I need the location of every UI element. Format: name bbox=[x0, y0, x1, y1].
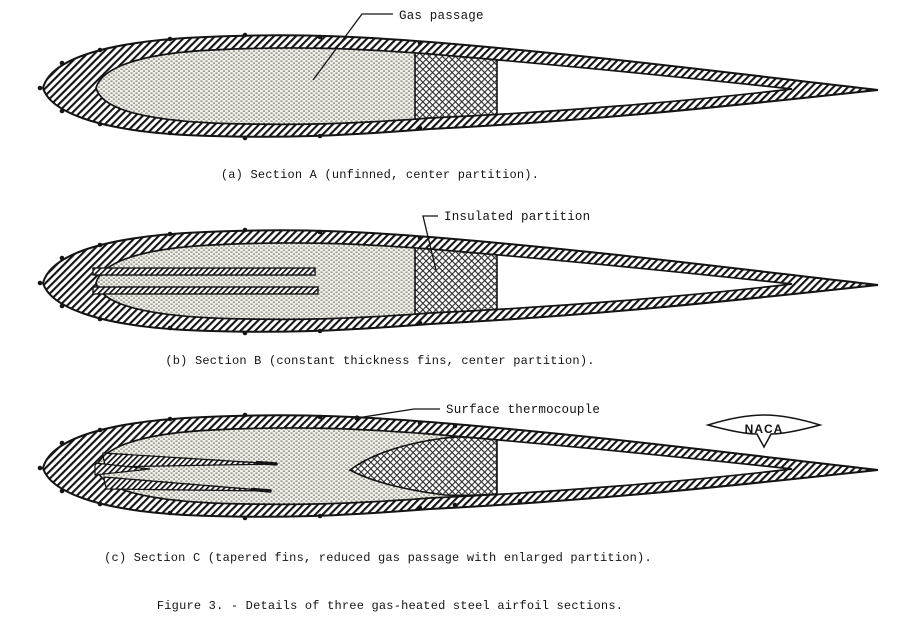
naca-logo-text: NACA bbox=[745, 422, 784, 436]
section-a-center-partition bbox=[415, 47, 497, 125]
surface-thermocouple-leader-line bbox=[356, 408, 440, 419]
surface-thermocouple-label: Surface thermocouple bbox=[446, 403, 600, 417]
section-b-center-partition bbox=[415, 242, 497, 320]
figure-caption: Figure 3. - Details of three gas-heated … bbox=[157, 599, 623, 613]
insulated-partition-leader-line bbox=[422, 215, 438, 271]
gas-passage-label: Gas passage bbox=[399, 9, 484, 23]
insulated-partition-label: Insulated partition bbox=[444, 210, 590, 224]
section-c-caption: (c) Section C (tapered fins, reduced gas… bbox=[104, 551, 652, 565]
fin-upper-tip bbox=[255, 460, 278, 466]
section-a-gas-passage bbox=[96, 47, 415, 125]
fin-lower bbox=[92, 286, 319, 295]
section-a-caption: (a) Section A (unfinned, center partitio… bbox=[221, 168, 539, 182]
gas-passage-leader-line bbox=[312, 13, 393, 81]
naca-wings-icon bbox=[705, 414, 823, 449]
fin-lower-tip bbox=[250, 487, 272, 493]
tapered-fin-lower bbox=[103, 476, 273, 492]
tapered-fins bbox=[94, 452, 279, 493]
airfoil-section-a bbox=[37, 32, 879, 141]
airfoil-section-c bbox=[37, 412, 879, 521]
section-b-gas-passage bbox=[96, 242, 415, 320]
section-b-caption: (b) Section B (constant thickness fins, … bbox=[165, 354, 594, 368]
nose-center-tongue bbox=[94, 462, 151, 476]
airfoil-section-b bbox=[37, 227, 879, 336]
constant-thickness-fins bbox=[92, 267, 319, 295]
naca-logo: NACA bbox=[705, 414, 823, 449]
fin-upper bbox=[92, 267, 316, 276]
